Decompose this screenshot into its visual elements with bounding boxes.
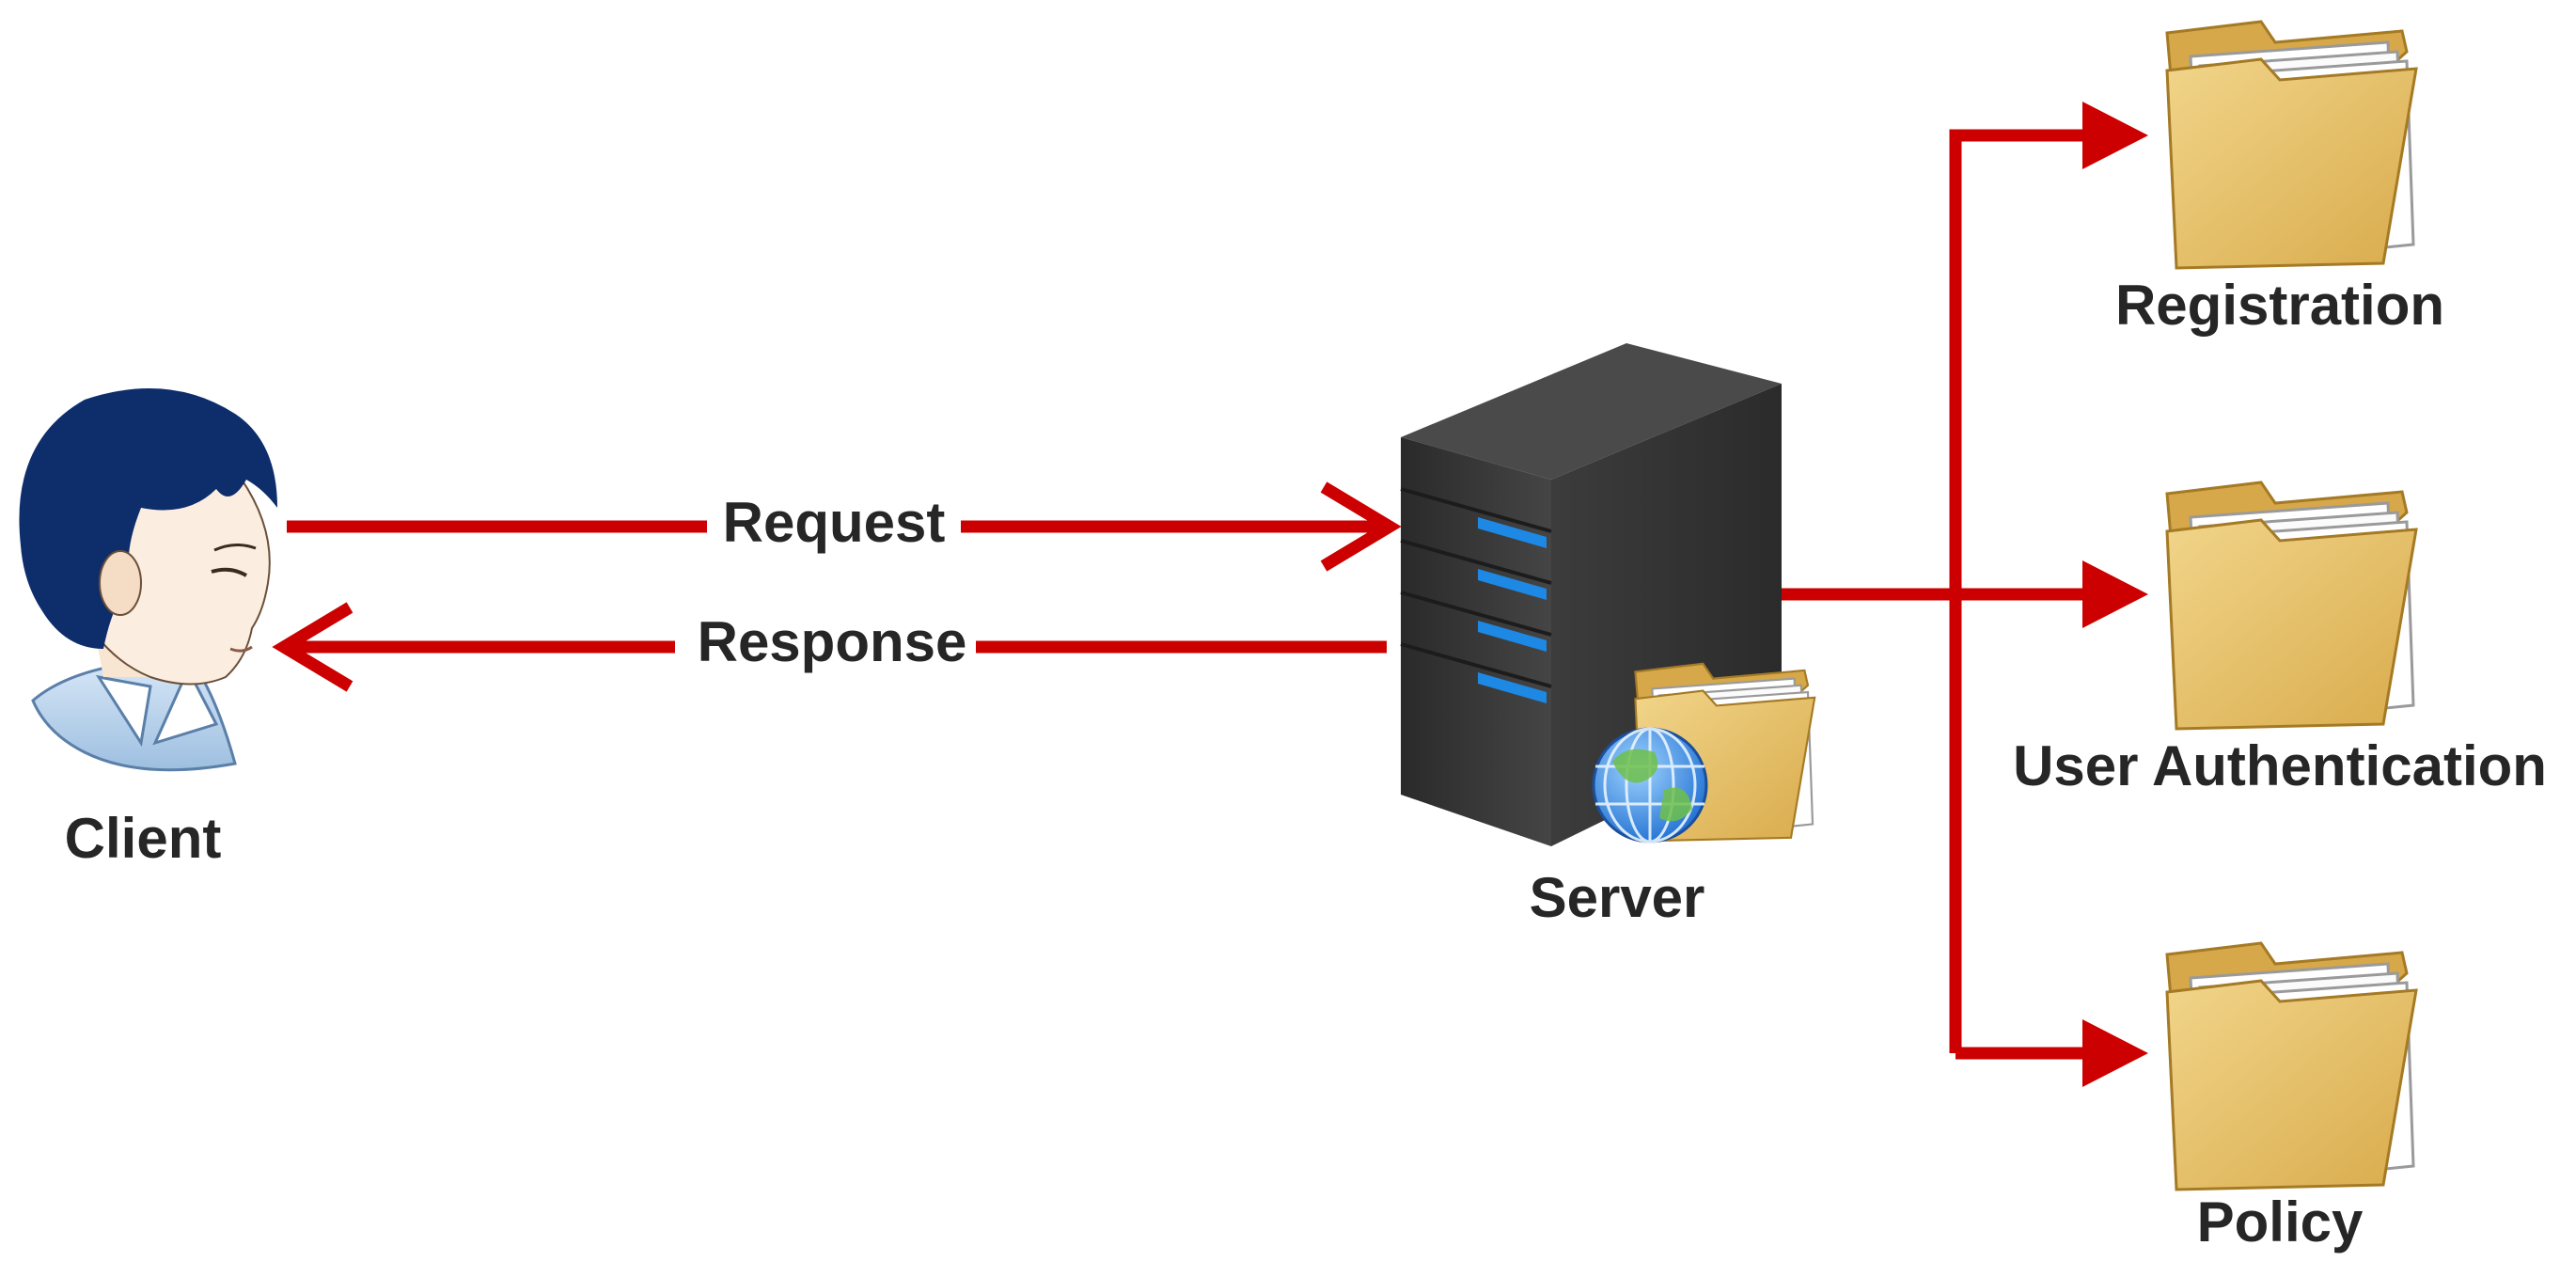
globe-icon: [1592, 727, 1708, 843]
arrowhead-user-authentication: [2082, 560, 2148, 628]
response-label-group: Response: [675, 609, 976, 677]
server-node: Server: [1400, 343, 1816, 929]
client-node: Client: [19, 388, 277, 870]
user-avatar-icon: [19, 388, 277, 772]
policy-node: Policy: [2165, 941, 2418, 1253]
arrowheads: [2082, 102, 2148, 1087]
request-label: Request: [723, 491, 946, 554]
request-label-group: Request: [707, 489, 961, 557]
user-authentication-label: User Authentication: [2013, 734, 2547, 797]
registration-label: Registration: [2115, 274, 2444, 337]
client-label: Client: [65, 807, 222, 870]
server-label: Server: [1530, 866, 1705, 929]
user-authentication-folder-icon: [2165, 481, 2418, 731]
arrowhead-registration: [2082, 102, 2148, 169]
registration-node: Registration: [2115, 20, 2444, 337]
registration-folder-icon: [2165, 20, 2418, 270]
response-label: Response: [698, 610, 967, 673]
user-authentication-node: User Authentication: [2013, 481, 2547, 797]
arrowhead-policy: [2082, 1019, 2148, 1087]
server-branch-lines: [1782, 129, 2097, 1060]
policy-folder-icon: [2165, 941, 2418, 1191]
policy-label: Policy: [2197, 1190, 2364, 1253]
server-leds: [1478, 517, 1547, 703]
arrows: [272, 129, 2097, 1060]
server-tower-icon: [1400, 343, 1782, 846]
